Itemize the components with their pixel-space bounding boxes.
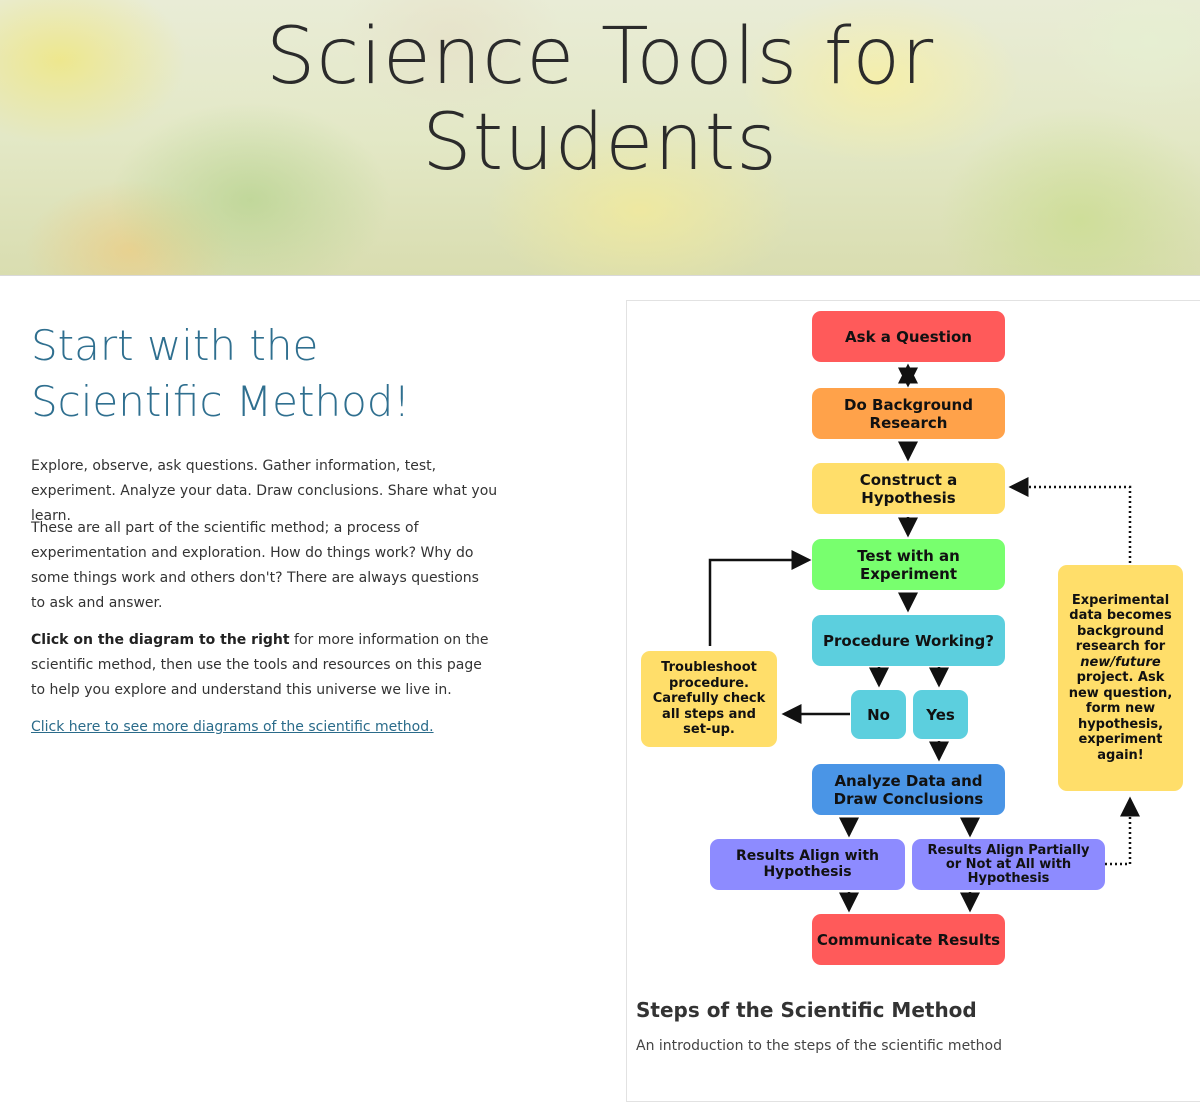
step-no[interactable]: No <box>851 690 906 739</box>
section-heading-line-1: Start with the <box>31 321 319 370</box>
experimental-text-2: project. Ask new question, form new hypo… <box>1068 670 1173 763</box>
step-test-experiment[interactable]: Test with an Experiment <box>812 539 1005 590</box>
experimental-text-1: Experimental data becomes background res… <box>1069 592 1172 655</box>
diagram-card[interactable]: Ask a Question Do Background Research Co… <box>626 300 1200 1102</box>
section-heading-line-2: Scientific Method! <box>31 377 411 426</box>
step-procedure-working[interactable]: Procedure Working? <box>812 615 1005 666</box>
page-title-line-1: Science Tools for <box>265 12 935 102</box>
step-troubleshoot[interactable]: Troubleshoot procedure. Carefully check … <box>641 651 777 747</box>
page-title: Science Tools for Students <box>0 14 1200 186</box>
step-ask-question[interactable]: Ask a Question <box>812 311 1005 362</box>
section-heading: Start with the Scientific Method! <box>31 318 501 430</box>
diagram-arrows <box>708 363 1140 913</box>
step-communicate-results[interactable]: Communicate Results <box>812 914 1005 965</box>
intro-paragraph-3-bold: Click on the diagram to the right <box>31 632 290 648</box>
step-construct-hypothesis[interactable]: Construct a Hypothesis <box>812 463 1005 514</box>
intro-paragraph-3-rest: for more information on the scientific m… <box>31 632 489 698</box>
intro-paragraph-2: These are all part of the scientific met… <box>31 520 479 611</box>
intro-section: Start with the Scientific Method! Explor… <box>31 318 501 735</box>
step-analyze-data[interactable]: Analyze Data and Draw Conclusions <box>812 764 1005 815</box>
intro-paragraph-3: Click on the diagram to the right for mo… <box>31 628 491 703</box>
step-yes[interactable]: Yes <box>913 690 968 739</box>
step-results-align[interactable]: Results Align with Hypothesis <box>710 839 905 890</box>
experimental-text-italic: new/future <box>1080 654 1161 670</box>
scientific-method-diagram[interactable]: Ask a Question Do Background Research Co… <box>627 301 1200 986</box>
step-background-research[interactable]: Do Background Research <box>812 388 1005 439</box>
page-title-line-2: Students <box>422 98 778 188</box>
step-results-partial[interactable]: Results Align Partially or Not at All wi… <box>912 839 1105 890</box>
more-diagrams-link[interactable]: Click here to see more diagrams of the s… <box>31 719 434 735</box>
intro-paragraph-1: Explore, observe, ask questions. Gather … <box>31 458 498 524</box>
experimental-data-text: Experimental data becomes background res… <box>1064 593 1177 764</box>
card-description: An introduction to the steps of the scie… <box>636 1038 1002 1054</box>
hero-divider <box>0 275 1200 276</box>
hero-banner: Science Tools for Students <box>0 0 1200 275</box>
card-title[interactable]: Steps of the Scientific Method <box>636 998 977 1022</box>
step-experimental-data[interactable]: Experimental data becomes background res… <box>1058 565 1183 791</box>
